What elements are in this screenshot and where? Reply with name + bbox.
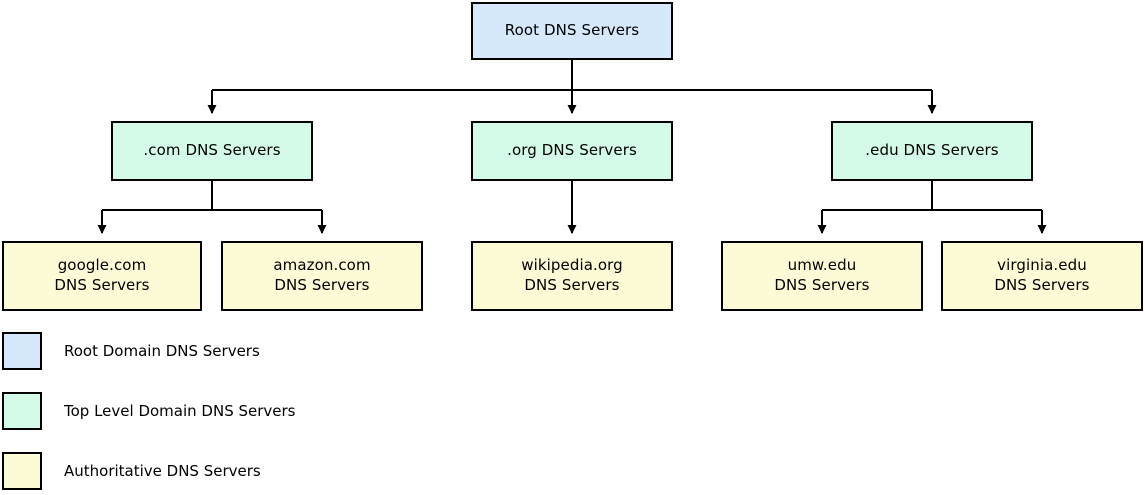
node-google-com-dns-servers[interactable]: google.com DNS Servers [2, 241, 202, 311]
node-label: umw.edu DNS Servers [774, 256, 870, 294]
legend-swatch-root-domain [2, 332, 42, 370]
node-wikipedia-org-dns-servers[interactable]: wikipedia.org DNS Servers [471, 241, 673, 311]
node-label: .org DNS Servers [507, 141, 637, 160]
legend-item-root-domain: Root Domain DNS Servers [2, 332, 260, 370]
node-label: .com DNS Servers [143, 141, 281, 160]
legend-label-root-domain: Root Domain DNS Servers [64, 342, 260, 360]
legend-swatch-authoritative [2, 452, 42, 490]
node-label: .edu DNS Servers [865, 141, 999, 160]
edge-com-to-children-group [97, 181, 327, 234]
node-amazon-com-dns-servers[interactable]: amazon.com DNS Servers [221, 241, 423, 311]
node-org-dns-servers[interactable]: .org DNS Servers [471, 121, 673, 181]
node-umw-edu-dns-servers[interactable]: umw.edu DNS Servers [721, 241, 923, 311]
edge-root-to-tld-group [207, 60, 937, 114]
edge-edu-to-children-group [817, 181, 1047, 234]
node-label: Root DNS Servers [504, 21, 640, 40]
node-label: virginia.edu DNS Servers [994, 256, 1090, 294]
node-label: google.com DNS Servers [54, 256, 150, 294]
node-virginia-edu-dns-servers[interactable]: virginia.edu DNS Servers [941, 241, 1143, 311]
legend-item-top-level-domain: Top Level Domain DNS Servers [2, 392, 295, 430]
legend-label-top-level-domain: Top Level Domain DNS Servers [64, 402, 296, 420]
node-root-dns-servers[interactable]: Root DNS Servers [471, 2, 673, 60]
node-edu-dns-servers[interactable]: .edu DNS Servers [831, 121, 1033, 181]
node-label: amazon.com DNS Servers [273, 256, 371, 294]
legend-swatch-top-level-domain [2, 392, 42, 430]
legend-label-authoritative: Authoritative DNS Servers [64, 462, 261, 480]
node-label: wikipedia.org DNS Servers [521, 256, 623, 294]
node-com-dns-servers[interactable]: .com DNS Servers [111, 121, 313, 181]
legend-item-authoritative: Authoritative DNS Servers [2, 452, 261, 490]
